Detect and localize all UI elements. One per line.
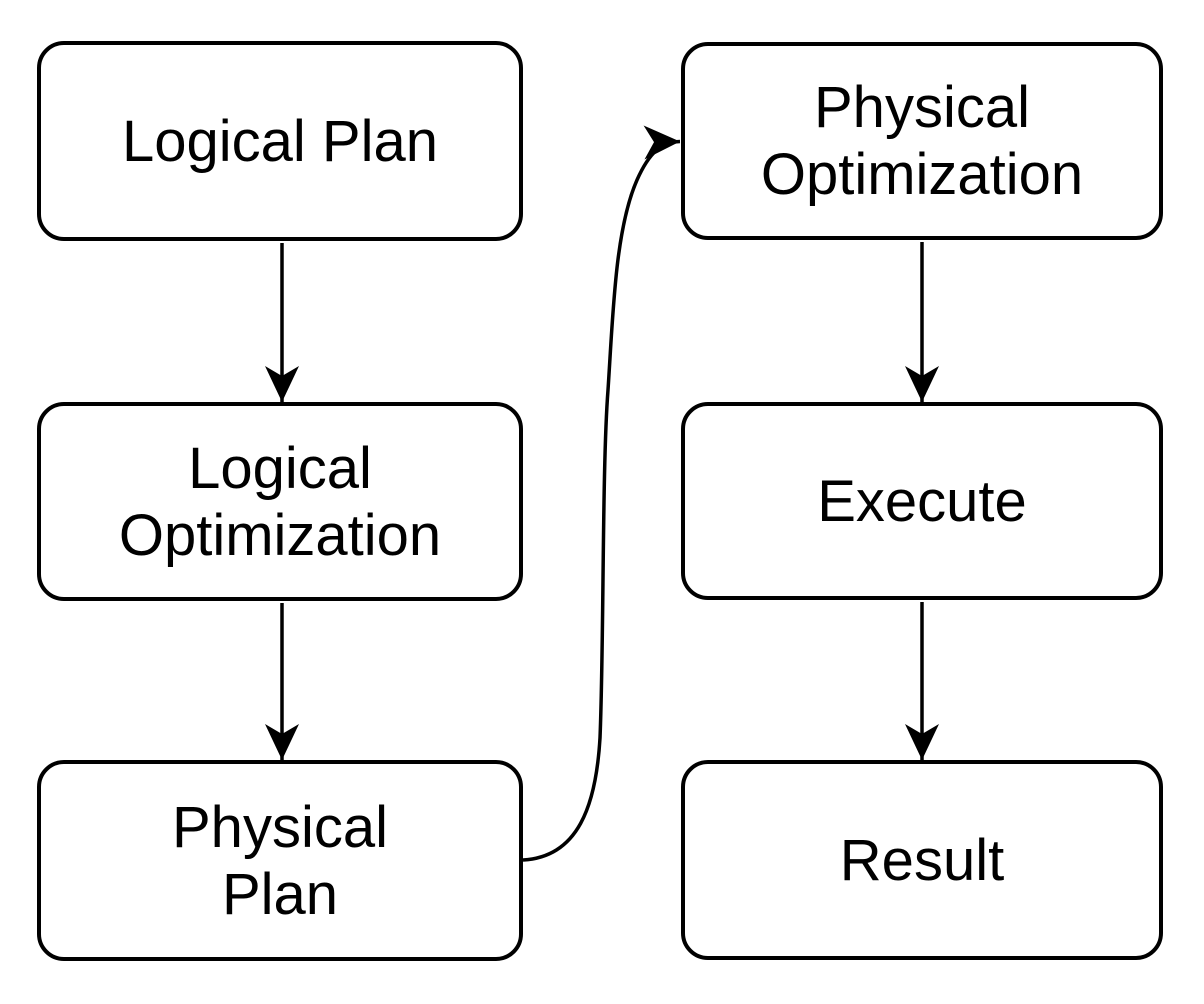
node-physical-plan: Physical Plan: [37, 760, 523, 961]
node-execute: Execute: [681, 402, 1163, 600]
node-physical-optimization: Physical Optimization: [681, 42, 1163, 240]
node-physical-optimization-label: Physical Optimization: [760, 75, 1084, 207]
node-logical-plan: Logical Plan: [37, 41, 523, 241]
node-physical-plan-label: Physical Plan: [172, 794, 388, 927]
node-execute-label: Execute: [817, 468, 1027, 534]
node-logical-plan-label: Logical Plan: [122, 108, 438, 174]
node-logical-optimization-label: Logical Optimization: [118, 435, 442, 568]
edge-physical-plan-to-physical-optimization: [522, 125, 681, 862]
node-logical-optimization: Logical Optimization: [37, 402, 523, 601]
node-result-label: Result: [839, 827, 1005, 893]
node-result: Result: [681, 760, 1163, 960]
